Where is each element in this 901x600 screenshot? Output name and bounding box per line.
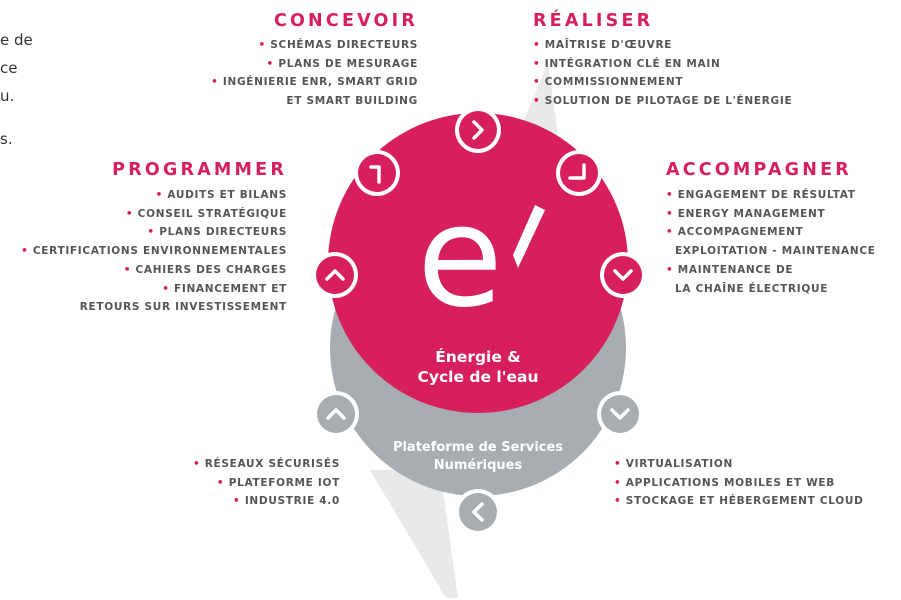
platform-title-line1: Plateforme de Services <box>393 440 563 455</box>
list-item: • AUDITS ET BILANS <box>155 189 287 201</box>
chevron-up-icon <box>326 408 346 420</box>
corner-icon <box>369 165 381 184</box>
list-item: • INDUSTRIE 4.0 <box>233 495 340 508</box>
intro-paragraph: e de ce u. s. <box>0 26 33 153</box>
grey-right-node <box>597 391 643 437</box>
corner-icon <box>568 163 586 180</box>
list-item: • APPLICATIONS MOBILES ET WEB <box>614 476 835 489</box>
list-item: • INGÉNIERIE ENR, SMART GRID <box>211 76 418 89</box>
section-title: CONCEVOIR <box>273 11 418 31</box>
center-title-line2: Cycle de l'eau <box>418 368 539 386</box>
concevoir-section: CONCEVOIR • SCHÉMAS DIRECTEURS • PLANS D… <box>211 11 418 111</box>
accompagner-list: • ENGAGEMENT DE RÉSULTAT • ENERGY MANAGE… <box>666 186 876 298</box>
section-title: RÉALISER <box>533 11 654 31</box>
chevron-down-icon <box>610 408 630 420</box>
list-item: • SOLUTION DE PILOTAGE DE L'ÉNERGIE <box>533 95 793 108</box>
logo-slash <box>513 205 545 268</box>
list-item-continuation: ET SMART BUILDING <box>286 95 418 108</box>
realiser-list: • MAÎTRISE D'ŒUVRE • INTÉGRATION CLÉ EN … <box>533 36 792 111</box>
energy-circle <box>328 113 628 413</box>
list-item: • VIRTUALISATION <box>614 458 733 470</box>
list-item: • MAÎTRISE D'ŒUVRE <box>533 39 673 51</box>
right-node <box>600 252 646 298</box>
intro-line: s. <box>0 130 13 148</box>
list-item: • PLANS DIRECTEURS <box>147 226 287 239</box>
top-arrow-node <box>455 107 501 153</box>
intro-line: u. <box>0 87 15 105</box>
list-item: • CAHIERS DES CHARGES <box>123 263 287 276</box>
top-right-node <box>556 150 602 196</box>
list-item: • CONSEIL STRATÉGIQUE <box>125 207 287 220</box>
list-item: • FINANCEMENT ET <box>162 282 287 295</box>
accompagner-section: ACCOMPAGNER • ENGAGEMENT DE RÉSULTAT • E… <box>666 160 876 298</box>
list-item-continuation: RETOURS SUR INVESTISSEMENT <box>79 301 287 314</box>
list-item: • PLANS DE MESURAGE <box>266 57 418 70</box>
top-left-node <box>354 150 400 196</box>
realiser-section: RÉALISER • MAÎTRISE D'ŒUVRE • INTÉGRATIO… <box>533 11 792 111</box>
center-title-line1: Énergie & <box>435 347 521 366</box>
grey-left-node <box>313 391 359 437</box>
intro-line: ce <box>0 59 18 77</box>
list-item: • MAINTENANCE DE <box>666 263 794 276</box>
programmer-section: PROGRAMMER • AUDITS ET BILANS • CONSEIL … <box>21 160 287 317</box>
list-item: • ENERGY MANAGEMENT <box>666 207 826 220</box>
list-item: • SCHÉMAS DIRECTEURS <box>258 39 418 51</box>
list-item-continuation: LA CHAÎNE ÉLECTRIQUE <box>675 282 829 295</box>
grey-bottom-node <box>455 489 501 535</box>
chevron-down-icon <box>613 269 633 281</box>
list-item: • ENGAGEMENT DE RÉSULTAT <box>666 189 856 201</box>
logo-letter: e <box>417 176 503 339</box>
chevron-up-icon <box>325 269 345 281</box>
list-item: • INTÉGRATION CLÉ EN MAIN <box>533 57 721 70</box>
list-item: • ACCOMPAGNEMENT <box>666 226 804 239</box>
list-item: • RÉSEAUX SÉCURISÉS <box>192 458 340 470</box>
left-node <box>312 252 358 298</box>
list-item: • STOCKAGE ET HÉBERGEMENT CLOUD <box>614 495 864 508</box>
section-title: PROGRAMMER <box>112 160 287 180</box>
programmer-list: • AUDITS ET BILANS • CONSEIL STRATÉGIQUE… <box>21 186 287 317</box>
list-item: • CERTIFICATIONS ENVIRONNEMENTALES <box>21 245 287 258</box>
section-title: ACCOMPAGNER <box>666 160 852 180</box>
chevron-right-icon <box>472 120 484 140</box>
digital-left-list: • RÉSEAUX SÉCURISÉS • PLATEFORME IOT • I… <box>193 455 340 511</box>
platform-title-line2: Numériques <box>434 458 523 473</box>
digital-right-list: • VIRTUALISATION • APPLICATIONS MOBILES … <box>614 455 864 511</box>
intro-line: e de <box>0 31 33 49</box>
concevoir-list: • SCHÉMAS DIRECTEURS • PLANS DE MESURAGE… <box>211 36 418 111</box>
list-item: • PLATEFORME IOT <box>216 476 340 489</box>
chevron-left-icon <box>472 502 484 522</box>
list-item-continuation: EXPLOITATION - MAINTENANCE <box>675 245 876 258</box>
list-item: • COMMISSIONNEMENT <box>533 76 684 89</box>
